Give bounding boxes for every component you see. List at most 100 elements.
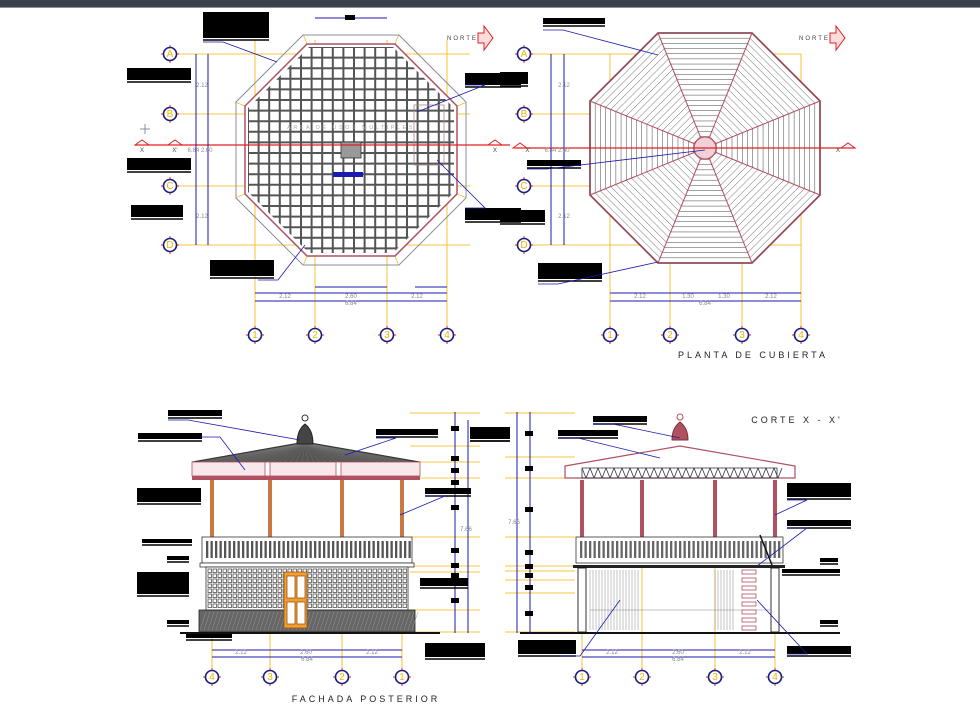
leader-line bbox=[168, 419, 301, 441]
roof-sheet-line bbox=[304, 442, 339, 463]
baluster bbox=[661, 541, 664, 558]
masonry-unit bbox=[342, 568, 347, 573]
roof-sheet-line bbox=[229, 442, 306, 463]
north-arrow-icon bbox=[829, 24, 846, 52]
baluster bbox=[408, 541, 411, 558]
masonry-unit bbox=[387, 578, 392, 583]
annotation-label-redacted bbox=[593, 416, 647, 422]
roof-sheet-line bbox=[304, 442, 351, 463]
hatch bbox=[203, 611, 211, 631]
roof-sheet-line bbox=[217, 442, 306, 463]
baluster bbox=[625, 541, 628, 558]
dim-label: 2.60 bbox=[300, 650, 312, 656]
baluster bbox=[210, 541, 213, 558]
masonry-unit bbox=[267, 568, 272, 573]
masonry-unit bbox=[317, 568, 322, 573]
platform-outline bbox=[235, 34, 467, 266]
dim-label: 6.84 bbox=[699, 301, 711, 307]
roof-sheet-line bbox=[636, 79, 678, 121]
truss-web bbox=[649, 467, 655, 479]
masonry-unit bbox=[377, 573, 382, 578]
masonry-unit bbox=[332, 593, 337, 598]
annotation-label-redacted bbox=[420, 578, 468, 586]
roof-sheet-line bbox=[304, 442, 381, 463]
baluster bbox=[314, 541, 317, 558]
masonry-unit bbox=[247, 583, 252, 588]
masonry-unit bbox=[232, 578, 237, 583]
axis-bubble bbox=[247, 327, 263, 343]
masonry-unit bbox=[387, 603, 392, 608]
roof-sheet-line bbox=[743, 53, 800, 110]
masonry-unit bbox=[222, 573, 227, 578]
axis-bubble bbox=[204, 669, 220, 685]
axis-label: 3 bbox=[739, 330, 745, 341]
roof-sheet-line bbox=[749, 37, 816, 104]
roof-hip-line bbox=[704, 100, 821, 149]
baluster bbox=[742, 541, 745, 558]
roof-sheet-line bbox=[677, 120, 695, 138]
masonry-unit bbox=[342, 603, 347, 608]
baluster bbox=[737, 541, 740, 558]
baluster bbox=[769, 541, 772, 558]
masonry-unit bbox=[227, 593, 232, 598]
baluster bbox=[287, 541, 290, 558]
truss-web bbox=[597, 467, 603, 479]
column bbox=[210, 480, 214, 538]
masonry-unit bbox=[322, 588, 327, 593]
baluster bbox=[386, 541, 389, 558]
masonry-unit bbox=[357, 588, 362, 593]
hatch bbox=[227, 611, 235, 631]
masonry-unit bbox=[262, 588, 267, 593]
leader-line bbox=[756, 599, 808, 655]
dim-label: 2.12 bbox=[558, 83, 570, 89]
masonry-unit bbox=[237, 588, 242, 593]
roof-sheet-line bbox=[657, 167, 686, 196]
roof-sheet-line bbox=[304, 442, 327, 463]
masonry-unit bbox=[247, 568, 252, 573]
masonry-unit bbox=[347, 593, 352, 598]
masonry-unit bbox=[242, 603, 247, 608]
masonry-unit bbox=[252, 598, 257, 603]
masonry-unit bbox=[207, 593, 212, 598]
baluster bbox=[728, 541, 731, 558]
masonry-unit bbox=[387, 593, 392, 598]
finial-ball bbox=[676, 413, 684, 421]
truss-web bbox=[737, 467, 743, 479]
roof-sheet-line bbox=[304, 442, 393, 463]
north-arrow-icon bbox=[477, 24, 494, 52]
baluster bbox=[354, 541, 357, 558]
hatch bbox=[263, 611, 271, 631]
cornice-divider bbox=[335, 461, 342, 477]
masonry-unit bbox=[387, 568, 392, 573]
roof-sheet-line bbox=[720, 163, 743, 186]
column bbox=[580, 480, 584, 538]
finial-dome bbox=[671, 421, 689, 441]
dim-label: 2.12 bbox=[411, 294, 423, 300]
baluster bbox=[336, 541, 339, 558]
masonry-unit bbox=[247, 588, 252, 593]
axis-label: 2 bbox=[667, 330, 673, 341]
level-tag bbox=[451, 468, 459, 473]
roof-sheet-line bbox=[713, 125, 728, 140]
masonry-unit bbox=[397, 583, 402, 588]
stair-step bbox=[741, 577, 757, 583]
masonry-unit bbox=[247, 603, 252, 608]
masonry-unit bbox=[317, 598, 322, 603]
hatch bbox=[411, 611, 419, 631]
truss-web bbox=[641, 467, 647, 479]
masonry-unit bbox=[217, 593, 222, 598]
masonry-unit bbox=[357, 598, 362, 603]
masonry-unit bbox=[207, 573, 212, 578]
roof-sheet-line bbox=[304, 442, 363, 463]
handrail bbox=[759, 534, 773, 566]
masonry-unit bbox=[237, 603, 242, 608]
masonry-unit bbox=[327, 578, 332, 583]
truss-web bbox=[621, 467, 627, 479]
masonry-unit bbox=[257, 568, 262, 573]
hatch bbox=[247, 611, 255, 631]
roof-sheet-line bbox=[651, 94, 684, 127]
roof-sheet-line bbox=[741, 184, 795, 238]
masonry-unit bbox=[352, 603, 357, 608]
roof-hip-line bbox=[704, 147, 821, 196]
